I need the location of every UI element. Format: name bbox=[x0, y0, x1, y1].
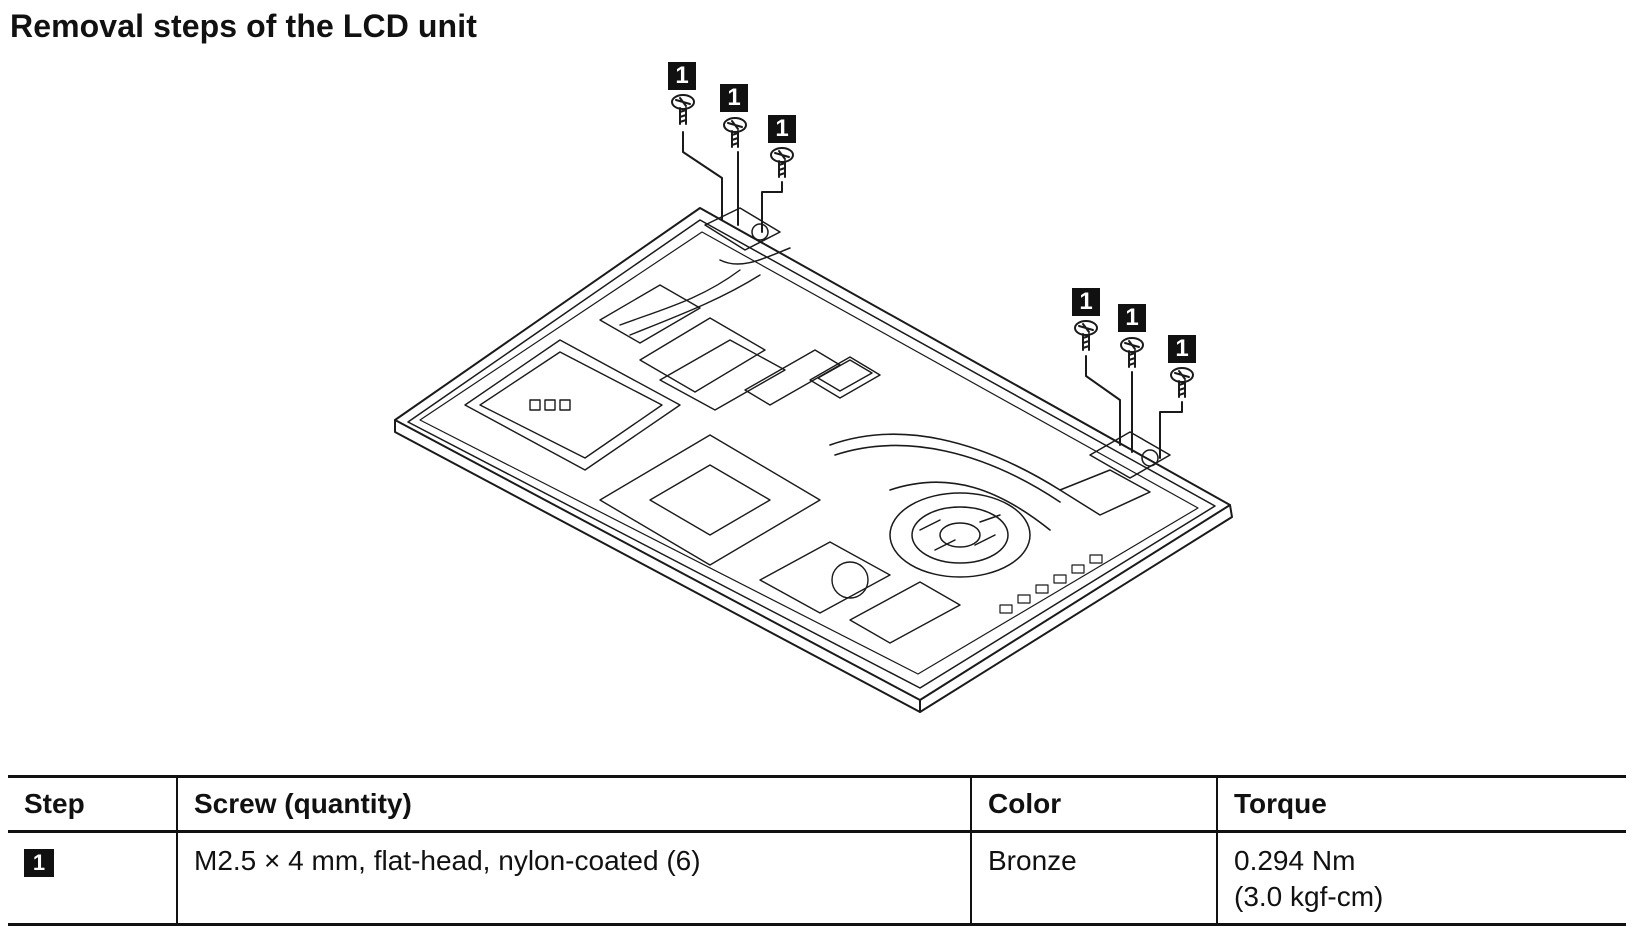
vents bbox=[999, 554, 1103, 614]
callout-label: 1 bbox=[768, 115, 796, 143]
memory-slot bbox=[659, 339, 841, 411]
column-header-torque: Torque bbox=[1216, 776, 1626, 832]
connector-block bbox=[809, 356, 881, 399]
left-screw-group bbox=[671, 94, 794, 233]
page-title: Removal steps of the LCD unit bbox=[10, 8, 477, 44]
right-hinge bbox=[1059, 431, 1171, 516]
screw-spec-table: Step Screw (quantity) Color Torque 1 M2.… bbox=[8, 775, 1626, 926]
fan bbox=[889, 492, 1031, 578]
color-cell: Bronze bbox=[970, 831, 1217, 925]
callout-label: 1 bbox=[720, 84, 748, 112]
torque-nm: 0.294 Nm bbox=[1234, 845, 1356, 876]
column-header-color: Color bbox=[970, 776, 1217, 832]
torque-cell: 0.294 Nm (3.0 kgf-cm) bbox=[1216, 831, 1626, 925]
screw-cell: M2.5 × 4 mm, flat-head, nylon-coated (6) bbox=[176, 831, 971, 925]
heatpipe bbox=[829, 433, 1061, 531]
callout-label: 1 bbox=[1168, 335, 1196, 363]
callout-label: 1 bbox=[1118, 304, 1146, 332]
left-hinge bbox=[704, 207, 791, 265]
column-header-screw: Screw (quantity) bbox=[176, 776, 971, 832]
right-screw-group bbox=[1074, 320, 1194, 459]
callout-label: 1 bbox=[668, 62, 696, 90]
table-row: 1 M2.5 × 4 mm, flat-head, nylon-coated (… bbox=[8, 831, 1626, 925]
torque-kgf: (3.0 kgf-cm) bbox=[1234, 881, 1384, 912]
wireless-cards bbox=[599, 269, 766, 393]
callout-label: 1 bbox=[1072, 288, 1100, 316]
step-badge: 1 bbox=[24, 849, 54, 877]
step-cell: 1 bbox=[8, 832, 177, 925]
table-header-row: Step Screw (quantity) Color Torque bbox=[8, 776, 1626, 832]
ssd-area bbox=[599, 434, 821, 566]
chassis-outline bbox=[394, 207, 1233, 713]
speaker-module bbox=[759, 541, 961, 644]
laptop-illustration: 1 1 1 1 1 1 bbox=[0, 60, 1634, 750]
column-header-step: Step bbox=[24, 788, 85, 819]
battery-bay bbox=[464, 339, 681, 471]
